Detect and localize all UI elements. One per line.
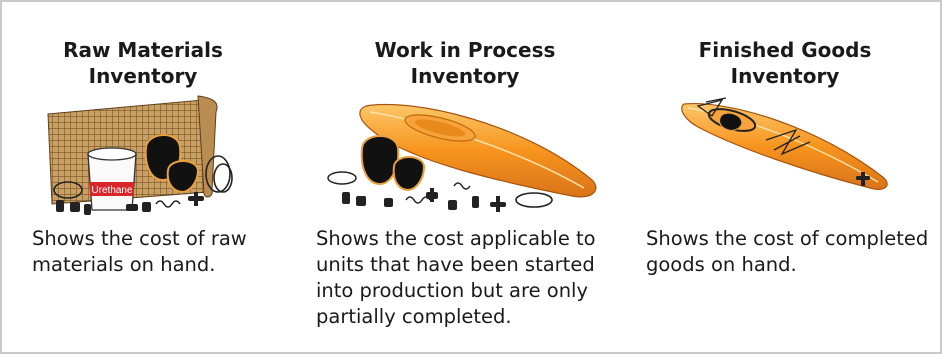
kayak-seat-icon bbox=[360, 135, 426, 192]
hardware-parts-icon bbox=[56, 192, 204, 215]
work-in-process-illustration bbox=[327, 103, 597, 212]
finished-kayak-icon bbox=[681, 97, 888, 190]
finished-goods-title: Finished Goods Inventory bbox=[698, 38, 872, 88]
cable-coil-icon bbox=[53, 155, 233, 199]
kayak-hull-icon bbox=[359, 103, 597, 198]
finished-goods-illustration bbox=[681, 97, 888, 190]
work-in-process-description: Shows the cost applicable to units that … bbox=[316, 227, 596, 328]
raw-materials-description: Shows the cost of raw materials on hand. bbox=[32, 227, 247, 276]
kayak-seat-icon bbox=[144, 134, 200, 194]
finished-goods-description: Shows the cost of completed goods on han… bbox=[646, 227, 929, 276]
raw-materials-illustration: Urethane bbox=[47, 95, 233, 215]
work-in-process-title: Work in Process Inventory bbox=[374, 38, 556, 88]
svg-text:Urethane: Urethane bbox=[91, 185, 133, 196]
raw-materials-title: Raw Materials Inventory bbox=[63, 38, 223, 88]
hardware-parts-icon bbox=[327, 171, 553, 212]
urethane-bucket-icon: Urethane bbox=[87, 147, 137, 211]
